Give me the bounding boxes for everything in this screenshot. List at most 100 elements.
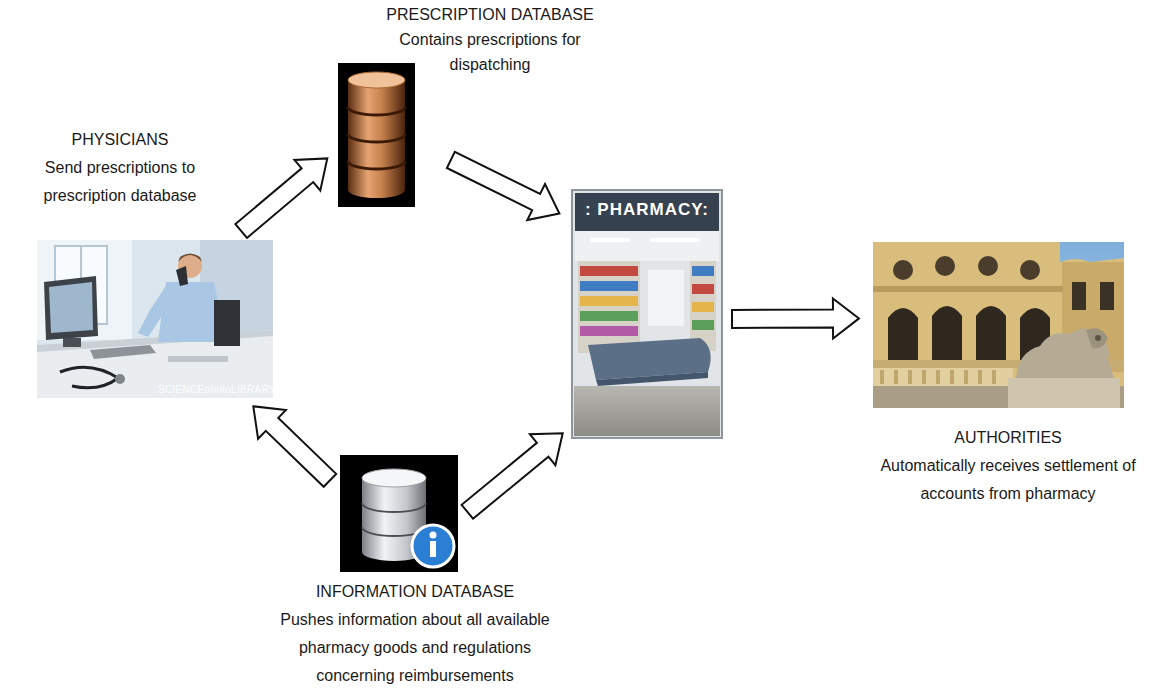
- parliament-photo: [873, 242, 1124, 408]
- pharmacy-photo-part: [596, 372, 708, 386]
- pharmacy-photo-part: [690, 261, 716, 351]
- parliament-photo-part-part: [992, 370, 996, 384]
- node-description: Automatically receives settlement of acc…: [874, 452, 1142, 508]
- parliament-photo-part: [880, 370, 996, 384]
- database-node: INFORMATION DATABASEPushes information a…: [340, 455, 458, 572]
- pharmacy-photo: [572, 190, 722, 438]
- physician-photo-part: [37, 240, 132, 340]
- parliament-photo-part-part: [978, 370, 982, 384]
- pharmacy-photo-part: [575, 231, 719, 261]
- physician-photo-part: [138, 286, 172, 337]
- node-heading: PRESCRIPTION DATABASE: [379, 2, 601, 27]
- parliament-photo-part: [1095, 335, 1101, 341]
- pharmacy-photo-part: [580, 311, 638, 321]
- copper-database-icon-part: [348, 80, 405, 190]
- physician-photo: [37, 240, 273, 398]
- database-node: PRESCRIPTION DATABASEContains prescripti…: [338, 63, 415, 207]
- parliament-photo-part-part: [894, 370, 898, 384]
- parliament-photo-part: [873, 242, 1124, 408]
- parliament-photo-part: [935, 256, 955, 276]
- pharmacy-photo-part: [572, 190, 722, 438]
- caption: AUTHORITIESAutomatically receives settle…: [874, 424, 1142, 508]
- physician-photo-part: [44, 276, 98, 340]
- physicians-node: PHYSICIANSSend prescriptions to prescrip…: [37, 240, 273, 398]
- parliament-photo-part: [888, 308, 918, 360]
- pharmacy-photo-part: [692, 284, 714, 294]
- copper-database-icon: [338, 63, 415, 207]
- physician-photo-part: [63, 338, 81, 347]
- info-database-icon-part: [362, 469, 426, 487]
- node-description: Contains prescriptions for dispatching: [379, 27, 601, 77]
- copper-database-icon-part: [348, 72, 405, 88]
- pharmacy-photo-part: [692, 320, 714, 330]
- pharmacy-node: : PHARMACY:: [572, 190, 722, 438]
- authorities-node: AUTHORITIESAutomatically receives settle…: [873, 242, 1124, 408]
- parliament-photo-part: [893, 260, 913, 280]
- parliament-photo-part: [932, 306, 962, 360]
- parliament-photo-part: [873, 242, 1124, 408]
- info-database-icon-part: [362, 503, 426, 512]
- caption: PHYSICIANSSend prescriptions to prescrip…: [13, 126, 227, 210]
- info-database-icon-part: [430, 541, 436, 557]
- parliament-photo-part-part: [908, 370, 912, 384]
- physician-photo-part: [90, 345, 156, 359]
- parliament-photo-part-part: [950, 370, 954, 384]
- pharmacy-photo-part: [580, 266, 638, 276]
- physician-photo-part: [49, 282, 93, 333]
- parliament-photo-part: [1100, 282, 1114, 310]
- parliament-photo-part-part: [936, 370, 940, 384]
- caption: INFORMATION DATABASEPushes information a…: [264, 578, 566, 690]
- copper-database-icon-part: [348, 182, 405, 198]
- watermark: SCIENCEphotoLIBRARY: [158, 384, 276, 396]
- pharmacy-photo-part: [650, 238, 700, 242]
- pharmacy-photo-part: [648, 270, 684, 326]
- block-arrow: [447, 152, 560, 220]
- pharmacy-photo-part: [580, 296, 638, 306]
- copper-database-icon-part: [348, 134, 405, 142]
- info-database-icon-part: [430, 532, 437, 539]
- node-heading: PHYSICIANS: [13, 126, 227, 154]
- node-heading: AUTHORITIES: [874, 424, 1142, 452]
- parliament-photo-part: [1086, 328, 1108, 348]
- physician-photo-part: [115, 374, 125, 384]
- caption: PRESCRIPTION DATABASEContains prescripti…: [379, 2, 601, 77]
- parliament-photo-part-part: [922, 370, 926, 384]
- sign-text: : PHARMACY:: [572, 199, 722, 221]
- pharmacy-photo-part: [692, 302, 714, 312]
- block-arrow: [462, 433, 563, 519]
- parliament-photo-part: [1008, 378, 1120, 408]
- pharmacy-photo-part: [574, 386, 720, 436]
- parliament-photo-part: [1072, 282, 1086, 310]
- parliament-photo-part: [1020, 260, 1040, 280]
- info-database-icon-part: [412, 525, 454, 567]
- physician-photo-part: [214, 300, 240, 346]
- block-arrow: [732, 299, 859, 339]
- copper-database-icon-part: [348, 107, 405, 115]
- parliament-photo-part: [976, 306, 1006, 360]
- parliament-photo-part-part: [964, 370, 968, 384]
- node-heading: INFORMATION DATABASE: [264, 578, 566, 606]
- physician-photo-part: [37, 240, 273, 398]
- node-description: Pushes information about all available p…: [264, 606, 566, 690]
- pharmacy-photo-part: [692, 266, 714, 276]
- block-arrow: [253, 406, 336, 487]
- parliament-photo-part: [873, 286, 1063, 292]
- physician-photo-part: [178, 254, 202, 263]
- copper-database-icon-part: [348, 161, 405, 169]
- parliament-photo-part: [873, 368, 1013, 386]
- parliament-photo-part: [1016, 328, 1114, 378]
- info-database-icon-part: [340, 455, 458, 572]
- info-database-icon: [340, 455, 458, 572]
- parliament-photo-part: [978, 256, 998, 276]
- parliament-photo-part-part: [880, 370, 884, 384]
- copper-database-icon-part: [338, 63, 415, 207]
- pharmacy-photo-part: [578, 261, 640, 353]
- physician-photo-part: [168, 356, 228, 362]
- pharmacy-photo-part: [590, 238, 630, 242]
- node-description: Send prescriptions to prescription datab…: [13, 154, 227, 210]
- physician-photo-part: [176, 266, 188, 286]
- pharmacy-photo-part: [580, 281, 638, 291]
